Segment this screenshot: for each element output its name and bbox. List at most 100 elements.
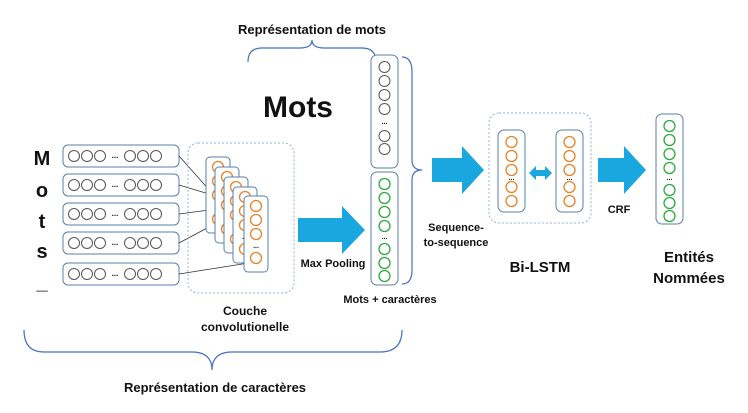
char-cell xyxy=(81,208,93,220)
char-cell xyxy=(137,268,149,280)
character-row: ... xyxy=(62,231,180,255)
char-cell xyxy=(124,179,136,191)
word-cell xyxy=(378,130,391,142)
char-cell xyxy=(137,150,149,162)
character-row: ... xyxy=(62,262,180,286)
word-cell xyxy=(378,75,391,87)
lstm-cell xyxy=(505,180,518,194)
char-cell xyxy=(94,268,106,280)
bilstm-label: Bi-LSTM xyxy=(510,259,571,276)
output-cell xyxy=(663,196,676,210)
seq2seq-arrow xyxy=(432,146,484,194)
crf-label: CRF xyxy=(608,204,631,216)
char-vector-cell xyxy=(378,191,391,205)
lstm-cell xyxy=(563,180,576,194)
char-cell xyxy=(94,179,106,191)
char-cell xyxy=(137,179,149,191)
mots-caracteres-label: Mots + caractères xyxy=(343,294,436,306)
char-representation-label: Représentation de caractères xyxy=(124,380,306,395)
vertical-word: M o t s _ xyxy=(34,148,51,294)
word-cell xyxy=(378,143,391,155)
lstm-cell xyxy=(563,163,576,177)
ellipsis: ... xyxy=(112,209,119,218)
output-cell xyxy=(663,209,676,223)
conv-layer-label-line2: convolutionelle xyxy=(201,320,289,334)
lstm-cell xyxy=(505,135,518,149)
char-embedding-cells: ... xyxy=(378,177,391,283)
svg-text:...: ... xyxy=(382,234,388,241)
svg-text:...: ... xyxy=(667,175,673,182)
ellipsis: ... xyxy=(112,238,119,247)
char-cell xyxy=(124,237,136,249)
vertical-letter: s xyxy=(36,241,47,263)
conv-filters: ............... xyxy=(205,156,269,273)
seq2seq-label-line2: to-sequence xyxy=(424,237,489,249)
output-cells: ... xyxy=(663,119,676,223)
char-cell xyxy=(68,268,80,280)
character-row: ... xyxy=(62,144,180,168)
char-cell xyxy=(137,208,149,220)
word-embedding-cells: ... xyxy=(378,61,391,155)
output-cell xyxy=(663,147,676,161)
mots-big-title: Mots xyxy=(263,91,333,124)
entities-label-line1: Entités xyxy=(664,249,714,266)
char-cell xyxy=(81,237,93,249)
bilstm-region xyxy=(488,112,592,224)
output-cell xyxy=(663,183,676,197)
char-cell xyxy=(94,237,106,249)
char-cell xyxy=(68,237,80,249)
char-cell xyxy=(68,179,80,191)
connection-line xyxy=(178,261,256,275)
word-cell xyxy=(378,103,391,115)
ellipsis: ... xyxy=(112,269,119,278)
character-rows: ............... xyxy=(62,144,256,286)
lstm-cell xyxy=(563,135,576,149)
conv-layer-region xyxy=(187,142,295,294)
conv-filter: ... xyxy=(243,195,269,273)
char-vector-cell xyxy=(378,256,391,270)
char-cell xyxy=(150,208,162,220)
output-cell xyxy=(663,161,676,175)
char-cell xyxy=(94,208,106,220)
bidirectional-arrow-icon xyxy=(529,166,552,180)
word-representation-label: Représentation de mots xyxy=(238,22,386,37)
svg-text:...: ... xyxy=(382,119,388,126)
char-cell xyxy=(137,237,149,249)
entities-label-line2: Nommées xyxy=(653,270,725,287)
vertical-letter: _ xyxy=(35,272,48,294)
char-cell xyxy=(94,150,106,162)
output-cell xyxy=(663,119,676,133)
char-vector-cell xyxy=(378,242,391,256)
ellipsis: ... xyxy=(112,180,119,189)
output-cell xyxy=(663,133,676,147)
lstm-cell xyxy=(505,163,518,177)
word-cell xyxy=(378,61,391,73)
character-row: ... xyxy=(62,173,180,197)
char-cell xyxy=(81,150,93,162)
lstm-cell xyxy=(505,194,518,208)
svg-text:...: ... xyxy=(253,243,259,250)
char-vector-cell xyxy=(378,205,391,219)
vertical-letter: t xyxy=(39,211,46,233)
lstm-cell xyxy=(563,194,576,208)
ellipsis: ... xyxy=(112,151,119,160)
char-cell xyxy=(81,268,93,280)
char-cell xyxy=(150,179,162,191)
char-vector-cell xyxy=(378,177,391,191)
seq2seq-label-line1: Sequence- xyxy=(428,222,484,234)
lstm-cell xyxy=(563,149,576,163)
vertical-letter: o xyxy=(36,180,48,202)
lstm-cell xyxy=(505,149,518,163)
word-cell xyxy=(378,89,391,101)
max-pooling-arrow xyxy=(298,206,365,254)
char-cell xyxy=(150,268,162,280)
char-representation-brace xyxy=(23,329,403,371)
char-cell xyxy=(150,237,162,249)
character-row: ... xyxy=(62,202,180,226)
char-cell xyxy=(124,268,136,280)
max-pooling-label: Max Pooling xyxy=(301,258,366,270)
conv-layer-label-line1: Couche xyxy=(223,304,267,318)
char-cell xyxy=(81,179,93,191)
char-cell xyxy=(68,208,80,220)
